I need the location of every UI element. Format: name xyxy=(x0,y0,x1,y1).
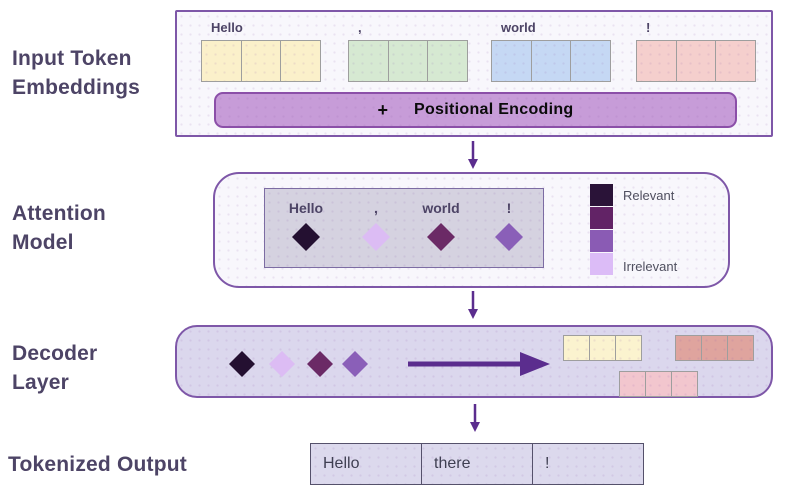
embedding-cell xyxy=(675,335,702,361)
input-section-label: Input Token Embeddings xyxy=(12,47,141,99)
input-token-group: , xyxy=(348,20,469,82)
output-cell: ! xyxy=(545,455,550,472)
embedding-cell xyxy=(570,40,612,82)
attention-token: ! xyxy=(479,200,539,251)
attention-diamond xyxy=(495,223,523,251)
attention-diamond xyxy=(427,223,455,251)
decoder-diamond xyxy=(269,351,295,377)
token-label: world xyxy=(501,20,536,35)
decoder-token-group xyxy=(619,371,698,397)
embedding-cell xyxy=(491,40,532,82)
decoder-token-group xyxy=(563,335,642,361)
embedding-cell xyxy=(240,40,282,82)
decoder-layer-box xyxy=(175,325,773,398)
tokenized-output-table: Hello there ! xyxy=(310,443,644,485)
token-label: ! xyxy=(506,200,512,216)
attention-diamond xyxy=(362,223,390,251)
arrow-right-icon xyxy=(408,351,550,382)
embedding-cell xyxy=(615,335,642,361)
embedding-cell xyxy=(727,335,754,361)
input-token-group: world xyxy=(491,20,612,82)
embedding-cell xyxy=(645,371,672,397)
output-section-label: Tokenized Output xyxy=(8,453,187,476)
input-token-group: Hello xyxy=(201,20,322,82)
embedding-cell xyxy=(671,371,698,397)
embedding-cell xyxy=(348,40,389,82)
embedding-cell xyxy=(619,371,646,397)
decoder-token-group xyxy=(675,335,754,361)
legend-swatch xyxy=(590,253,613,275)
token-label: , xyxy=(358,20,362,35)
attention-diamond xyxy=(292,223,320,251)
arrow-down-icon xyxy=(466,141,480,174)
token-label: world xyxy=(422,200,460,216)
attention-model-box: Hello , world ! Relevant Irrelevant xyxy=(213,172,730,288)
attention-tokens-panel: Hello , world ! xyxy=(264,188,544,268)
token-label: , xyxy=(374,200,378,216)
attention-token: Hello xyxy=(276,200,336,251)
decoder-section-label: Decoder Layer xyxy=(12,342,98,394)
embedding-cell xyxy=(563,335,590,361)
legend-swatch xyxy=(590,207,613,229)
token-label: Hello xyxy=(288,200,324,216)
positional-encoding-label: Positional Encoding xyxy=(414,101,574,118)
legend-swatch xyxy=(590,230,613,252)
attention-token: , xyxy=(346,200,406,251)
input-token-group: ! xyxy=(636,20,757,82)
embedding-cell xyxy=(427,40,469,82)
embedding-cell xyxy=(530,40,572,82)
embedding-cell xyxy=(675,40,717,82)
embedding-cell xyxy=(280,40,322,82)
relevance-legend xyxy=(590,184,613,275)
positional-encoding-bar: + Positional Encoding xyxy=(214,92,737,128)
output-cell: Hello xyxy=(311,444,422,484)
embedding-cells xyxy=(636,40,757,82)
embedding-cell xyxy=(387,40,429,82)
token-label: ! xyxy=(646,20,651,35)
legend-label-irrelevant: Irrelevant xyxy=(623,259,678,274)
input-embeddings-box: Hello , world ! xyxy=(175,10,773,137)
plus-icon: + xyxy=(377,99,389,120)
attention-token: world xyxy=(411,200,471,251)
embedding-cell xyxy=(201,40,242,82)
embedding-cell xyxy=(589,335,616,361)
embedding-cell xyxy=(715,40,757,82)
arrow-down-icon xyxy=(466,291,480,324)
embedding-cells xyxy=(491,40,612,82)
embedding-cell xyxy=(636,40,677,82)
arrow-down-icon xyxy=(468,404,482,437)
decoder-diamond xyxy=(307,351,333,377)
embedding-cells xyxy=(201,40,322,82)
decoder-diamond xyxy=(342,351,368,377)
token-label: Hello xyxy=(211,20,243,35)
legend-swatch xyxy=(590,184,613,206)
embedding-cell xyxy=(701,335,728,361)
decoder-diamond xyxy=(229,351,255,377)
legend-label-relevant: Relevant xyxy=(623,188,675,203)
embedding-cells xyxy=(348,40,469,82)
attention-section-label: Attention Model xyxy=(12,202,106,254)
output-cell: there xyxy=(422,444,533,484)
